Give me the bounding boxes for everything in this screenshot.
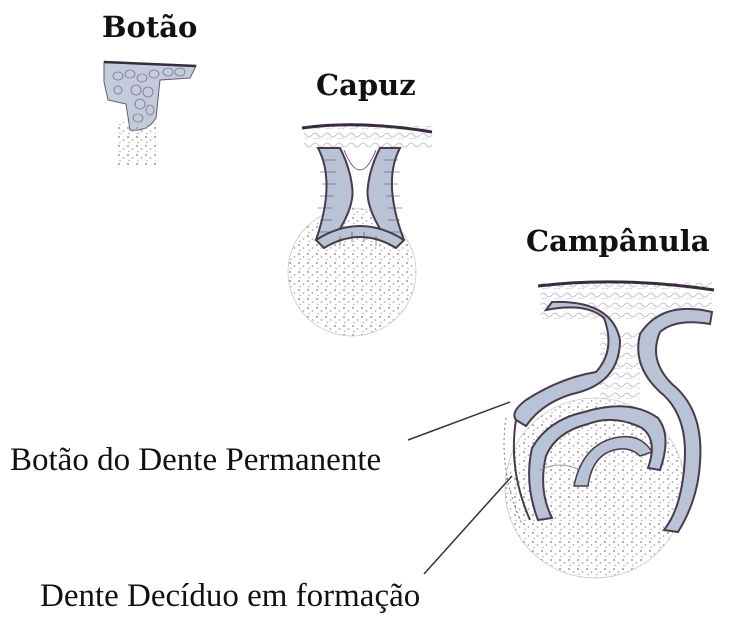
leader-line-permanent-bud [407,401,511,441]
label-deciduous-tooth-forming: Dente Decíduo em formação [40,578,421,614]
bud-stage-illustration [103,60,197,166]
cap-stage-illustration [287,123,433,337]
stage-title-cap: Capuz [316,68,416,102]
stage-title-bell: Campânula [526,224,710,258]
bell-stage-illustration [503,280,715,579]
label-permanent-tooth-bud: Botão do Dente Permanente [10,442,382,478]
stage-title-bud: Botão [102,10,198,44]
leader-line-deciduous-tooth [423,475,513,575]
